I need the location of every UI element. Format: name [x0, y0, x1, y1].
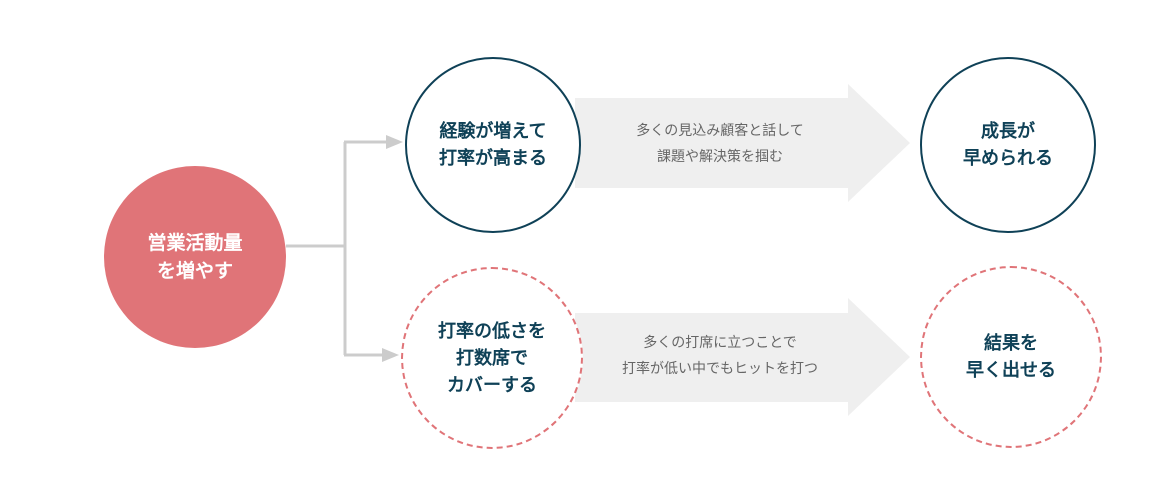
- top-cause-node: 経験が増えて 打率が高まる: [405, 57, 581, 233]
- bottom-flow-note: 多くの打席に立つことで 打率が低い中でもヒットを打つ: [590, 330, 850, 382]
- bottom-note-line1: 多くの打席に立つことで: [643, 335, 797, 351]
- top-result-node: 成長が 早められる: [920, 57, 1096, 233]
- source-line1: 営業活動量: [147, 232, 243, 254]
- source-node: 営業活動量 を増やす: [104, 166, 286, 348]
- bottom-cause-line2: 打数席で: [456, 347, 528, 369]
- top-flow-note: 多くの見込み顧客と話して 課題や解決策を掴む: [590, 118, 850, 170]
- bottom-cause-node: 打率の低さを 打数席で カバーする: [401, 267, 583, 449]
- top-note-line2: 課題や解決策を掴む: [657, 149, 783, 165]
- top-result-line2: 早められる: [963, 148, 1053, 169]
- top-result-line1: 成長が: [981, 121, 1035, 142]
- branch-connector: [286, 140, 388, 357]
- top-note-line1: 多くの見込み顧客と話して: [636, 123, 804, 139]
- branch-arrowhead-bottom: [382, 348, 399, 362]
- top-cause-line2: 打率が高まる: [439, 148, 547, 169]
- bottom-result-node: 結果を 早く出せる: [920, 266, 1102, 448]
- bottom-cause-line1: 打率の低さを: [438, 320, 546, 342]
- bottom-result-line1: 結果を: [984, 333, 1038, 354]
- top-cause-line1: 経験が増えて: [439, 121, 547, 142]
- bottom-note-line2: 打率が低い中でもヒットを打つ: [622, 361, 818, 377]
- bottom-flow-arrow: [575, 298, 910, 416]
- branch-arrowhead-top: [386, 135, 403, 149]
- top-flow-arrow: [575, 84, 910, 202]
- bottom-result-line2: 早く出せる: [966, 360, 1056, 381]
- source-line2: を増やす: [156, 260, 233, 282]
- bottom-cause-line3: カバーする: [447, 374, 537, 396]
